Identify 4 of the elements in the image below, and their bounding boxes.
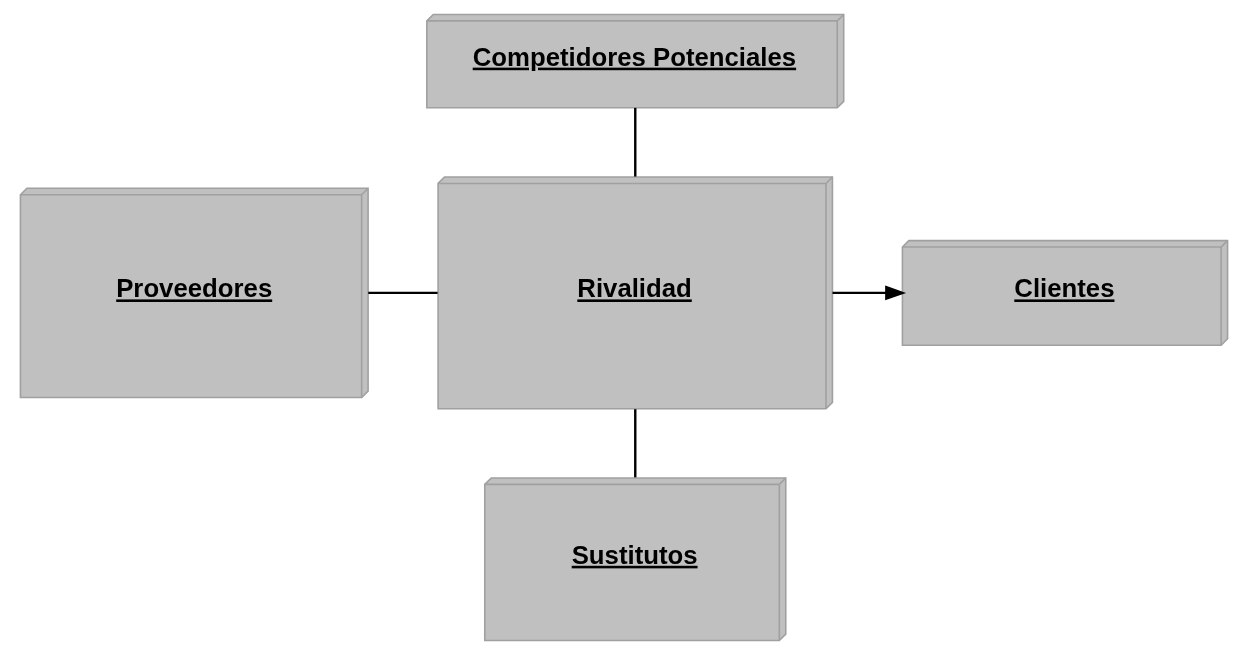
connector <box>633 409 636 478</box>
connector <box>367 291 438 295</box>
connector <box>633 107 636 177</box>
arrow <box>832 285 906 301</box>
